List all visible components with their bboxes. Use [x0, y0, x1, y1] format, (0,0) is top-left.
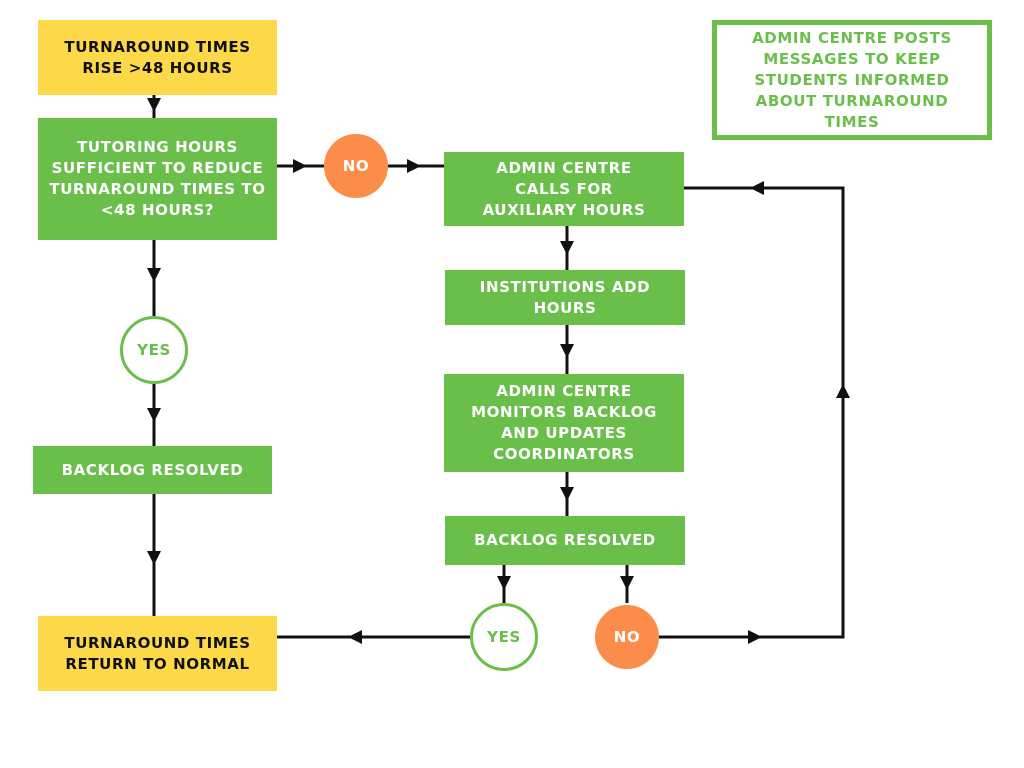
arrowhead: [348, 630, 362, 644]
arrowhead: [293, 159, 307, 173]
edge-no-loop: [659, 186, 845, 639]
arrowhead: [147, 408, 161, 422]
arrowhead: [147, 268, 161, 282]
arrowhead: [407, 159, 421, 173]
arrowhead: [836, 384, 850, 398]
monitor-node: ADMIN CENTRE MONITORS BACKLOG AND UPDATE…: [444, 374, 684, 472]
institutions-node: INSTITUTIONS ADD HOURS: [445, 270, 685, 325]
no-label-top: NO: [324, 134, 388, 198]
end-node: TURNAROUND TIMES RETURN TO NORMAL: [38, 616, 277, 691]
arrowhead: [560, 487, 574, 501]
auxiliary-hours-node: ADMIN CENTRE CALLS FOR AUXILIARY HOURS: [444, 152, 684, 226]
no-label-bottom: NO: [595, 605, 659, 669]
arrowhead: [620, 576, 634, 590]
start-node: TURNAROUND TIMES RISE >48 HOURS: [38, 20, 277, 95]
arrowhead: [560, 344, 574, 358]
arrowhead: [750, 181, 764, 195]
backlog-resolved-right-node: BACKLOG RESOLVED: [445, 516, 685, 565]
info-note: ADMIN CENTRE POSTS MESSAGES TO KEEP STUD…: [712, 20, 992, 140]
backlog-resolved-left-node: BACKLOG RESOLVED: [33, 446, 272, 494]
arrowhead: [560, 241, 574, 255]
arrowhead: [497, 576, 511, 590]
arrowhead: [147, 98, 161, 112]
arrowhead: [748, 630, 762, 644]
decision-node: TUTORING HOURS SUFFICIENT TO REDUCE TURN…: [38, 118, 277, 240]
yes-label-left: YES: [120, 316, 188, 384]
arrowhead: [147, 551, 161, 565]
yes-label-bottom: YES: [470, 603, 538, 671]
